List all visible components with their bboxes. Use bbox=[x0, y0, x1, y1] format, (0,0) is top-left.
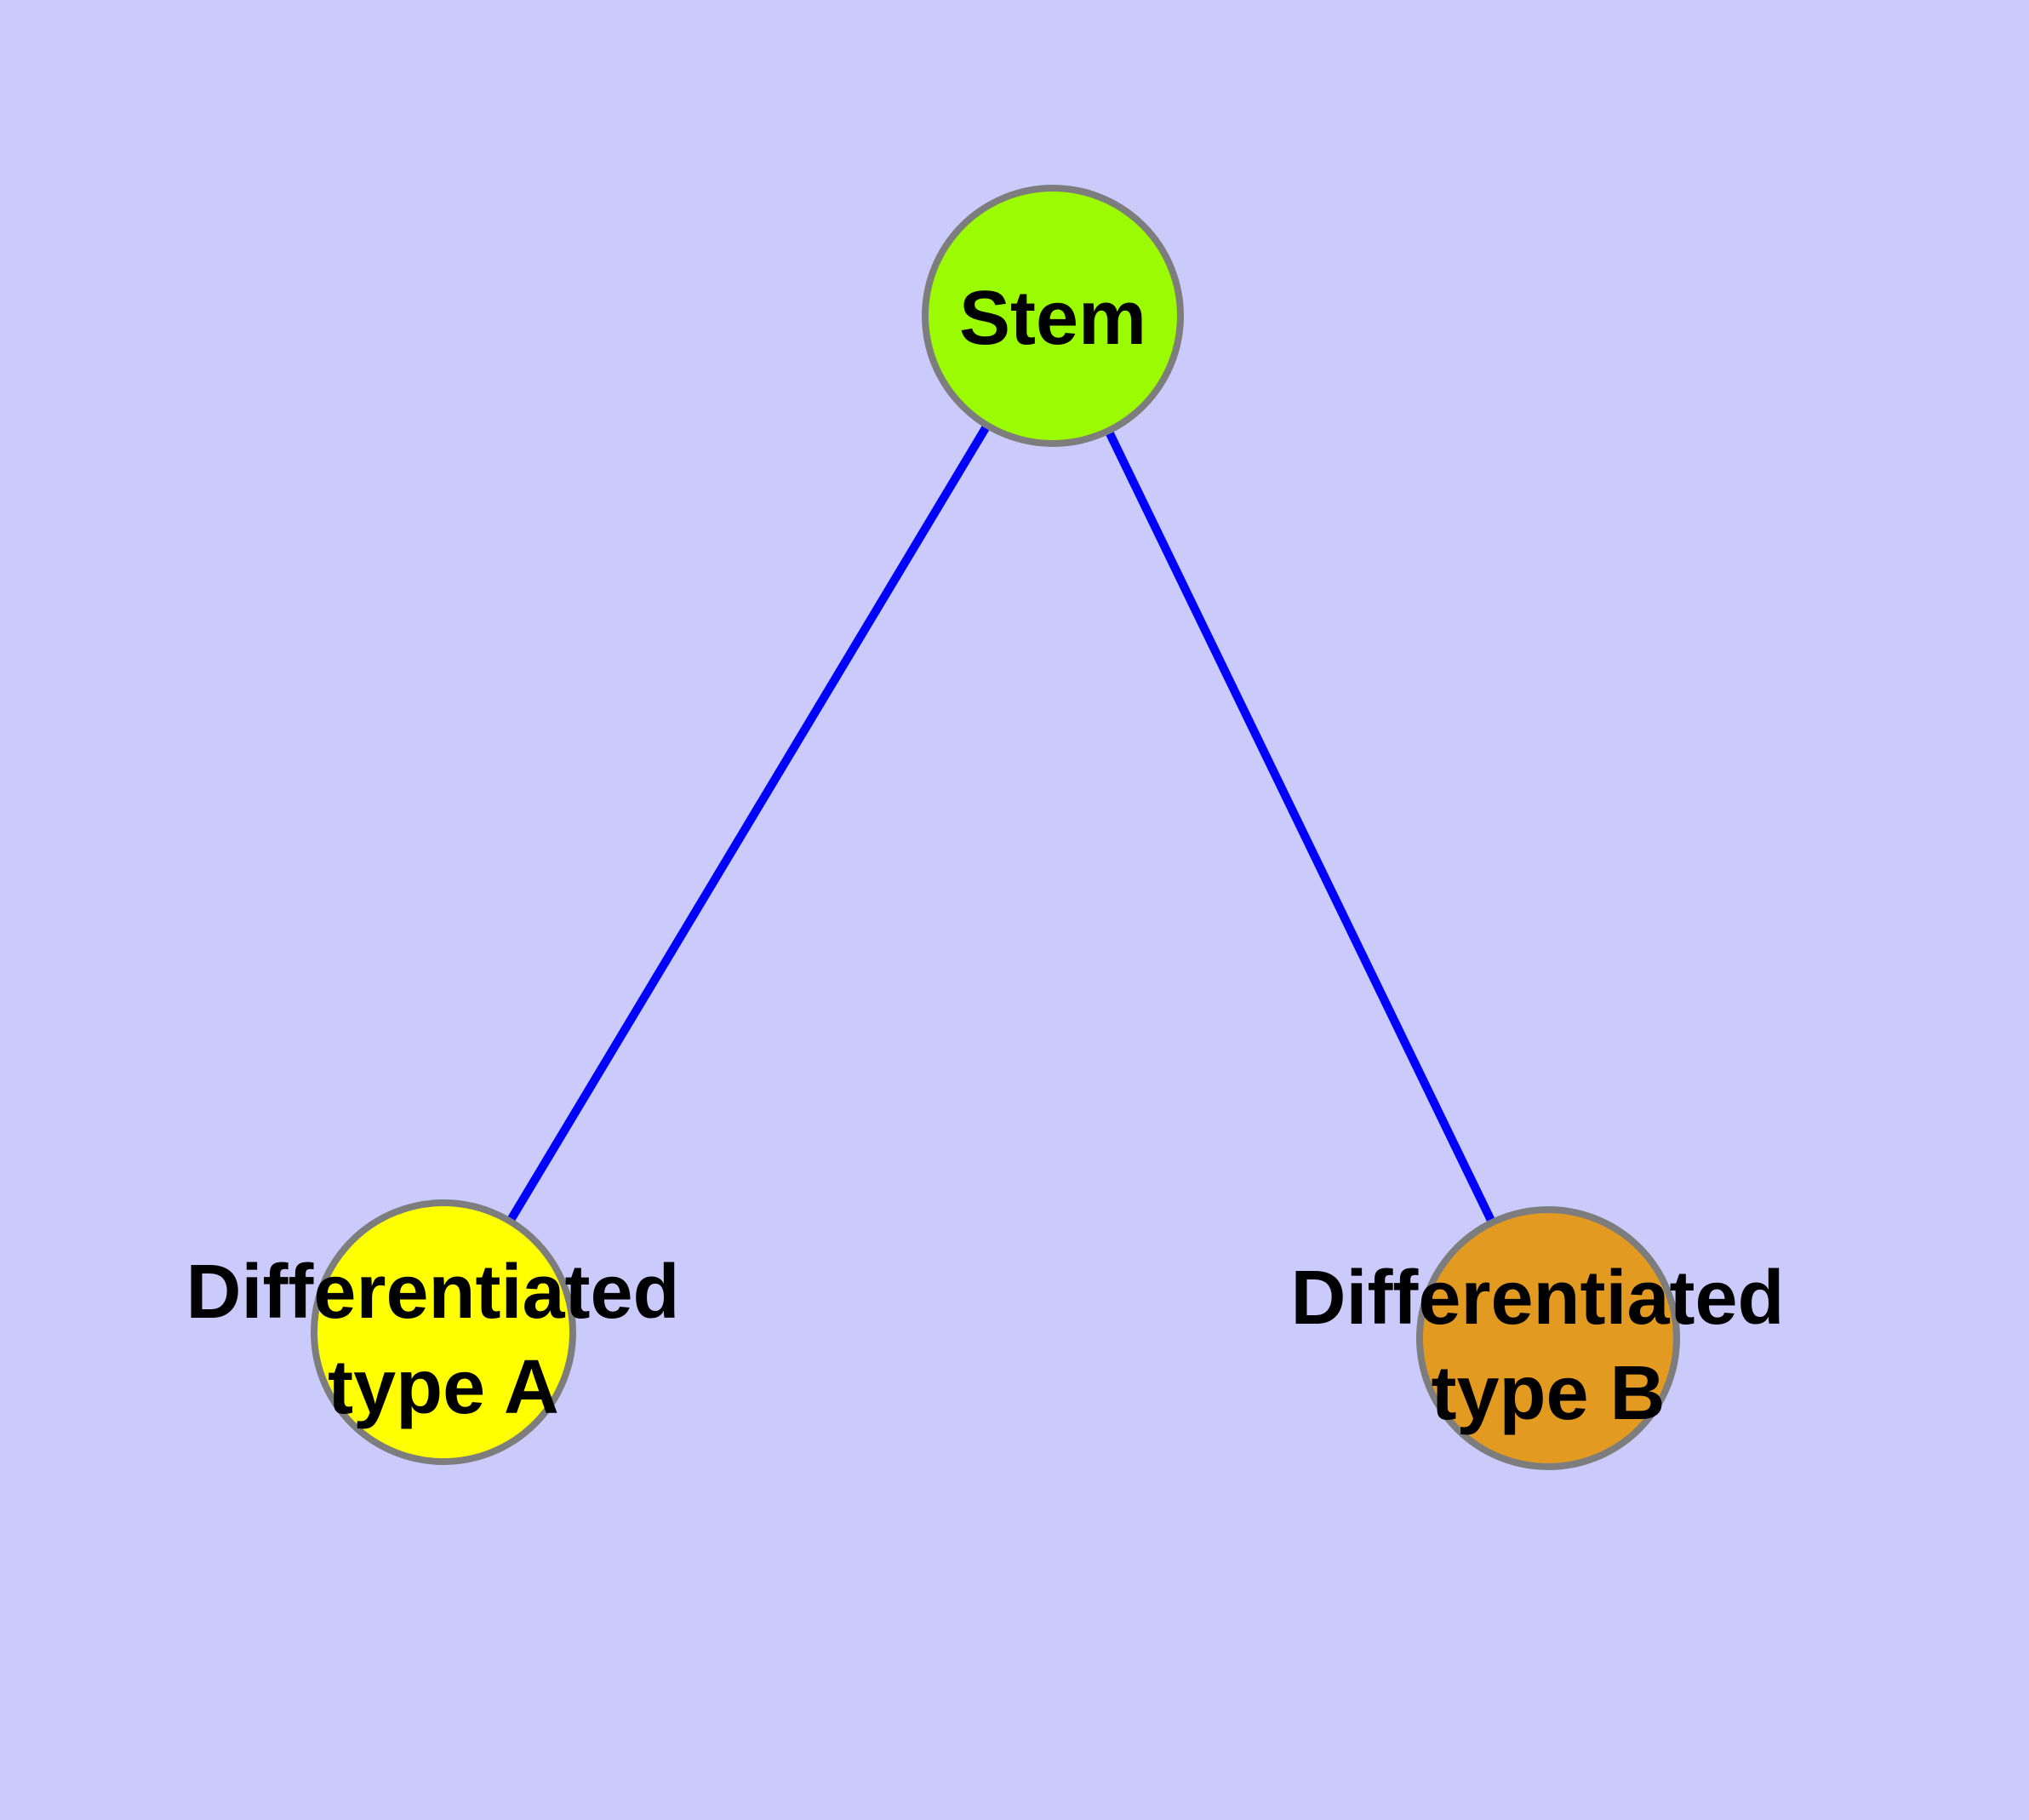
node-differentiated-type-a bbox=[311, 1199, 576, 1465]
node-type-b-label-line1: Differentiated bbox=[1290, 1256, 1784, 1341]
node-type-a-label: Differentiated type A bbox=[186, 1250, 700, 1430]
node-differentiated-type-b bbox=[1416, 1206, 1680, 1470]
node-type-a-label-line2: type A bbox=[328, 1345, 559, 1430]
node-stem bbox=[922, 185, 1184, 447]
edge-stem-to-type-a bbox=[439, 312, 1057, 1336]
node-type-b-label: Differentiated type B bbox=[1290, 1256, 1805, 1436]
node-type-a-label-line1: Differentiated bbox=[186, 1250, 679, 1335]
node-type-b-label-line2: type B bbox=[1431, 1351, 1665, 1436]
node-stem-label: Stem bbox=[959, 276, 1146, 361]
edge-stem-to-type-b bbox=[1049, 312, 1552, 1342]
